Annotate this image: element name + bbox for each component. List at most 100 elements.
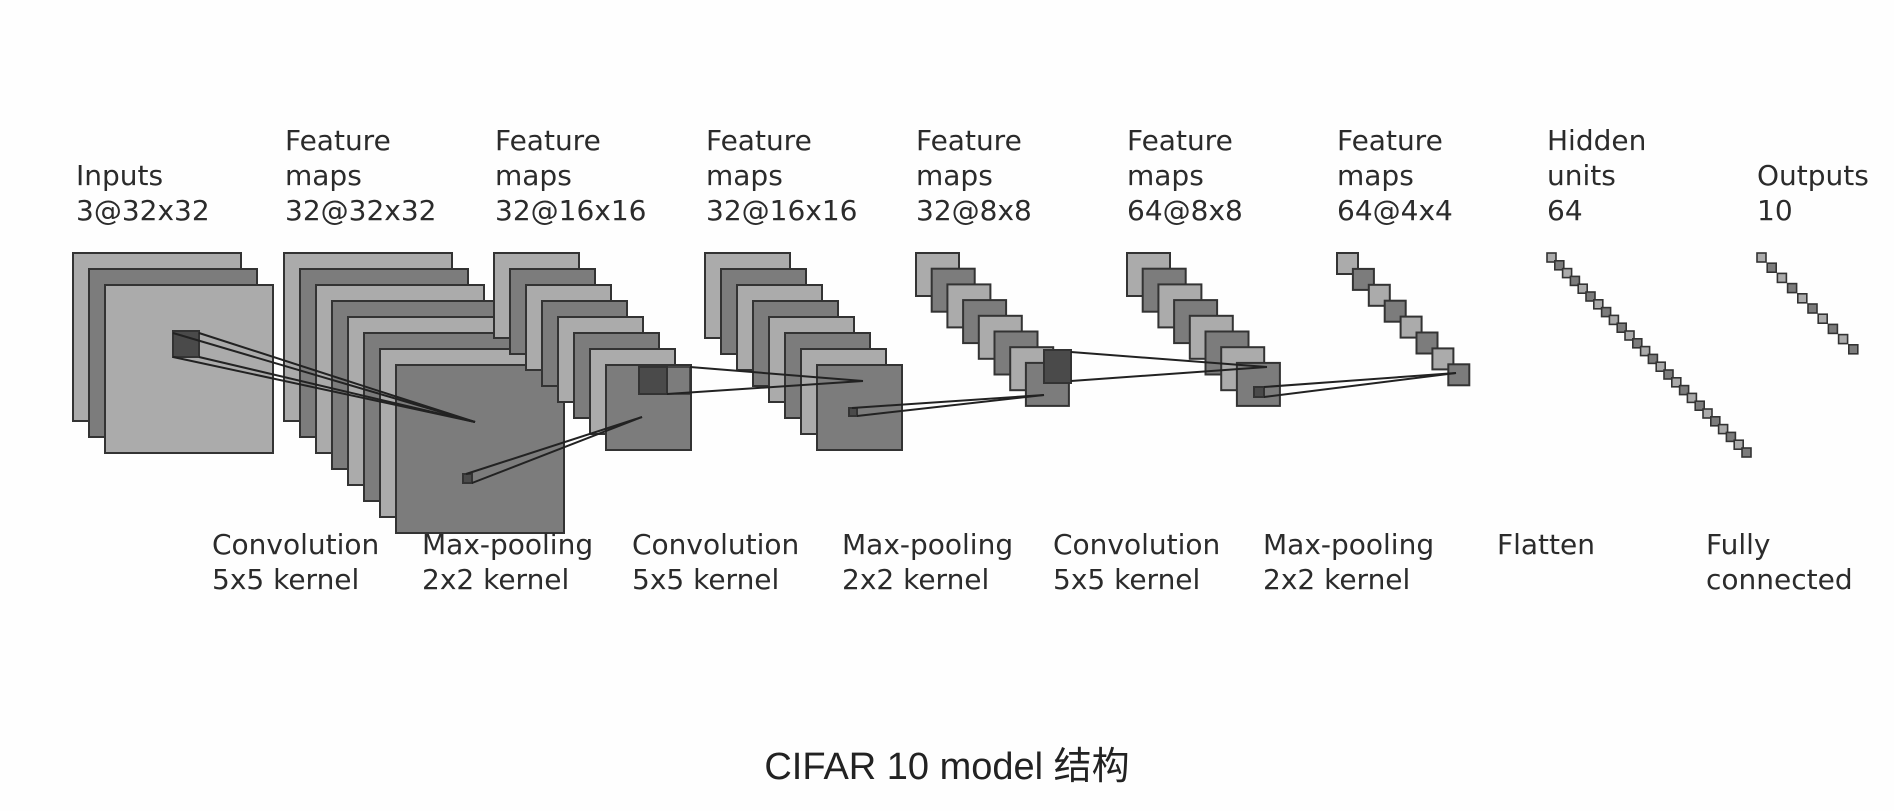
layer-label-line: units xyxy=(1547,159,1616,192)
feature-map-layer-7-19 xyxy=(1694,400,1705,412)
conv1-connection-upper xyxy=(198,332,476,423)
layer-label-feature-maps-1: Feature maps 32@32x32 xyxy=(285,123,436,228)
layer-label-line: 32@16x16 xyxy=(706,194,858,227)
layer-label-line: 32@16x16 xyxy=(495,194,647,227)
feature-map-layer-7-6 xyxy=(1593,298,1604,310)
op-label-line: Convolution xyxy=(212,528,380,561)
op-label-line: connected xyxy=(1706,563,1853,596)
feature-map-layer-7-15 xyxy=(1663,369,1674,380)
op-label-line: Max-pooling xyxy=(1263,528,1435,561)
pool3-connection-upper xyxy=(1263,372,1457,388)
op-label-line: 5x5 kernel xyxy=(1053,563,1201,596)
op-label-line: Max-pooling xyxy=(422,528,594,561)
feature-map-layer-7-13 xyxy=(1647,353,1659,365)
feature-map-layer-7-4 xyxy=(1577,283,1588,295)
feature-map-layer-8-4 xyxy=(1797,292,1808,304)
feature-map-layer-7-24 xyxy=(1733,439,1744,451)
feature-map-layer-0-2 xyxy=(104,284,274,454)
layer-label-line: 32@32x32 xyxy=(285,194,437,227)
pool1-kernel xyxy=(462,473,473,484)
feature-map-layer-7-11 xyxy=(1632,337,1643,349)
figure-caption: CIFAR 10 model 结构 xyxy=(764,746,1130,788)
feature-map-layer-7-25 xyxy=(1741,447,1752,458)
layer-label-line: maps xyxy=(916,159,993,192)
op-label-line: 2x2 kernel xyxy=(1263,563,1411,596)
feature-map-layer-7-9 xyxy=(1616,322,1627,334)
layer-label-feature-maps-3: Feature maps 32@16x16 xyxy=(706,123,857,228)
conv3-connection-lower xyxy=(1070,366,1268,382)
conv3-connection-upper xyxy=(1070,351,1268,368)
conv1-connection-back-upper xyxy=(172,332,476,423)
feature-map-layer-7-21 xyxy=(1710,415,1721,427)
pool3-connection-lower xyxy=(1263,372,1457,398)
feature-map-layer-7-23 xyxy=(1725,431,1737,443)
layer-label-line: Feature xyxy=(1337,124,1443,157)
op-label-line: 5x5 kernel xyxy=(632,563,780,596)
conv1-connection-back-lower xyxy=(172,356,476,423)
layer-label-line: Inputs xyxy=(76,159,164,192)
layer-label-feature-maps-6: Feature maps 64@4x4 xyxy=(1337,123,1453,228)
layer-label-line: maps xyxy=(285,159,362,192)
layer-label-hidden-units: Hidden units 64 xyxy=(1547,123,1646,228)
layer-label-line: maps xyxy=(495,159,572,192)
feature-map-layer-8-9 xyxy=(1848,343,1859,355)
layer-label-outputs: Outputs 10 xyxy=(1757,158,1869,228)
feature-map-layer-7-16 xyxy=(1671,376,1682,388)
op-label-line: Fully xyxy=(1706,528,1771,561)
layer-label-line: Feature xyxy=(495,124,601,157)
pool2-connection-upper xyxy=(851,394,1045,409)
op-label-max-pooling-2: Max-pooling 2x2 kernel xyxy=(842,527,1013,597)
feature-map-layer-8-0 xyxy=(1756,252,1767,263)
feature-map-layer-8-2 xyxy=(1776,272,1788,284)
feature-map-layer-7-0 xyxy=(1546,252,1557,263)
layer-label-line: 3@32x32 xyxy=(76,194,210,227)
feature-map-layer-7-22 xyxy=(1717,423,1729,435)
layer-label-line: 64 xyxy=(1547,194,1583,227)
layer-label-line: maps xyxy=(1127,159,1204,192)
layer-label-line: Feature xyxy=(706,124,812,157)
pool1-connection-lower xyxy=(471,416,643,484)
layer-label-line: 64@8x8 xyxy=(1127,194,1243,227)
feature-map-layer-8-6 xyxy=(1817,313,1828,325)
op-label-line: 2x2 kernel xyxy=(842,563,990,596)
layer-label-line: Feature xyxy=(285,124,391,157)
feature-map-layer-8-3 xyxy=(1786,282,1798,294)
feature-map-layer-7-20 xyxy=(1702,408,1713,419)
op-label-convolution-3: Convolution 5x5 kernel xyxy=(1053,527,1220,597)
feature-map-layer-8-1 xyxy=(1766,262,1777,274)
layer-label-feature-maps-2: Feature maps 32@16x16 xyxy=(495,123,646,228)
op-label-line: 2x2 kernel xyxy=(422,563,570,596)
layer-label-inputs: Inputs 3@32x32 xyxy=(76,158,210,228)
feature-map-layer-7-2 xyxy=(1561,267,1573,279)
op-label-line: Flatten xyxy=(1497,528,1595,561)
feature-map-layer-7-8 xyxy=(1608,314,1620,326)
feature-map-layer-7-7 xyxy=(1600,306,1612,318)
pool1-connection-upper xyxy=(465,416,643,475)
pool3-kernel xyxy=(1253,386,1265,398)
feature-map-layer-7-1 xyxy=(1554,259,1565,271)
layer-label-line: 64@4x4 xyxy=(1337,194,1453,227)
feature-map-layer-8-5 xyxy=(1807,303,1818,314)
layer-label-line: maps xyxy=(706,159,783,192)
op-label-convolution-2: Convolution 5x5 kernel xyxy=(632,527,799,597)
layer-label-line: Feature xyxy=(916,124,1022,157)
layer-label-line: Feature xyxy=(1127,124,1233,157)
feature-map-layer-8-8 xyxy=(1837,333,1849,345)
op-label-line: Max-pooling xyxy=(842,528,1014,561)
feature-map-layer-6-7 xyxy=(1447,363,1471,387)
op-label-line: Convolution xyxy=(632,528,800,561)
feature-map-layer-7-18 xyxy=(1686,392,1698,404)
layer-label-line: Outputs xyxy=(1757,159,1869,192)
feature-map-layer-7-17 xyxy=(1678,384,1690,396)
feature-map-layer-7-14 xyxy=(1655,361,1666,373)
feature-map-layer-8-7 xyxy=(1827,323,1839,335)
feature-map-layer-5-7 xyxy=(1235,361,1281,407)
feature-map-layer-7-3 xyxy=(1569,275,1581,287)
conv2-connection-lower xyxy=(666,380,864,395)
feature-map-layer-7-10 xyxy=(1624,330,1635,341)
conv2-connection-upper xyxy=(689,366,864,382)
layer-label-feature-maps-4: Feature maps 32@8x8 xyxy=(916,123,1032,228)
layer-label-line: maps xyxy=(1337,159,1414,192)
op-label-max-pooling-1: Max-pooling 2x2 kernel xyxy=(422,527,593,597)
